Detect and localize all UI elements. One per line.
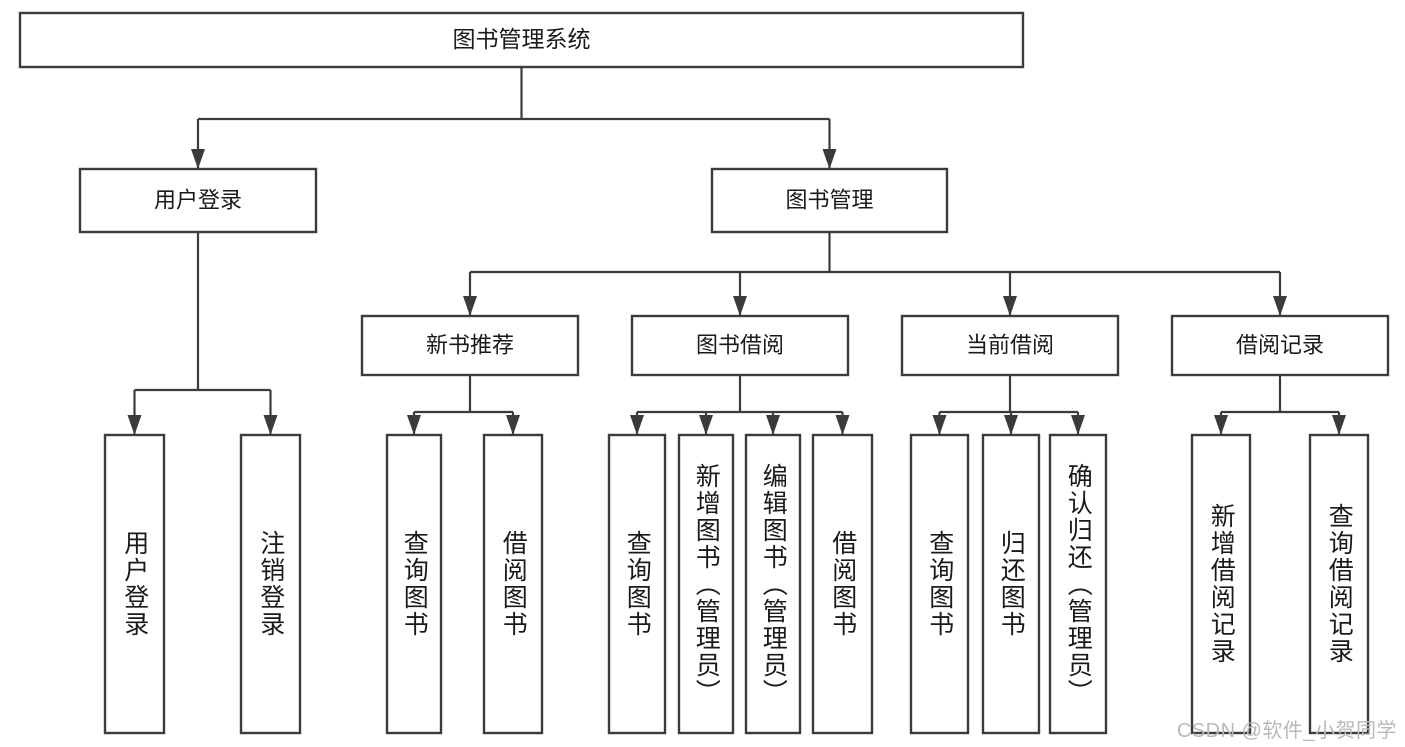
arrow-head-icon: [630, 415, 644, 435]
node-level2-label-1: 图书管理: [785, 187, 873, 212]
arrow-head-icon: [191, 149, 205, 169]
node-leaf-box-11[interactable]: [1190, 433, 1252, 735]
node-level3-box-2[interactable]: [900, 314, 1120, 377]
arrow-head-icon: [1071, 415, 1085, 435]
node-level3-label-0: 新书推荐: [426, 332, 514, 357]
arrow-head-icon: [1003, 296, 1017, 316]
node-level2-box-1[interactable]: [710, 167, 949, 234]
node-leaf-box-7[interactable]: [811, 433, 874, 735]
connector-layer: [127, 67, 1346, 435]
node-leaf-box-8[interactable]: [909, 433, 970, 735]
arrow-head-icon: [1332, 415, 1346, 435]
node-leaf-box-0[interactable]: [103, 433, 166, 735]
node-root-label: 图书管理系统: [453, 26, 591, 52]
node-level2-label-0: 用户登录: [154, 187, 242, 212]
arrow-head-icon: [822, 149, 837, 169]
arrow-head-icon: [932, 415, 947, 435]
node-leaf-box-4[interactable]: [607, 433, 667, 735]
node-leaf-box-2[interactable]: [385, 433, 443, 735]
node-root-box[interactable]: [18, 11, 1025, 69]
arrow-head-icon: [699, 415, 713, 435]
node-leaf-box-9[interactable]: [981, 433, 1041, 735]
node-level3-label-2: 当前借阅: [966, 332, 1054, 357]
csdn-watermark: CSDN @软件_小贺同学: [1176, 720, 1397, 742]
arrow-head-icon: [263, 415, 278, 435]
node-level3-label-3: 借阅记录: [1236, 332, 1324, 357]
node-leaf-box-10[interactable]: [1048, 433, 1108, 735]
arrow-head-icon: [766, 415, 780, 435]
node-level3-box-3[interactable]: [1170, 314, 1390, 377]
node-level3-label-1: 图书借阅: [696, 332, 784, 357]
arrow-head-icon: [733, 296, 747, 316]
node-leaf-box-12[interactable]: [1308, 433, 1370, 735]
node-leaf-box-3[interactable]: [482, 433, 544, 735]
arrow-head-icon: [463, 296, 477, 316]
arrow-head-icon: [127, 415, 142, 435]
node-level3-box-1[interactable]: [630, 314, 850, 377]
arrow-head-icon: [835, 415, 850, 435]
node-leaf-box-1[interactable]: [239, 433, 302, 735]
arrow-head-icon: [1004, 415, 1018, 435]
node-leaf-box-6[interactable]: [744, 433, 802, 735]
arrow-head-icon: [506, 415, 520, 435]
node-level3-box-0[interactable]: [360, 314, 580, 377]
node-leaf-box-5[interactable]: [677, 433, 735, 735]
arrow-head-icon: [1273, 296, 1287, 316]
node-level2-box-0[interactable]: [78, 167, 318, 234]
arrow-head-icon: [1214, 415, 1228, 435]
arrow-head-icon: [407, 415, 421, 435]
